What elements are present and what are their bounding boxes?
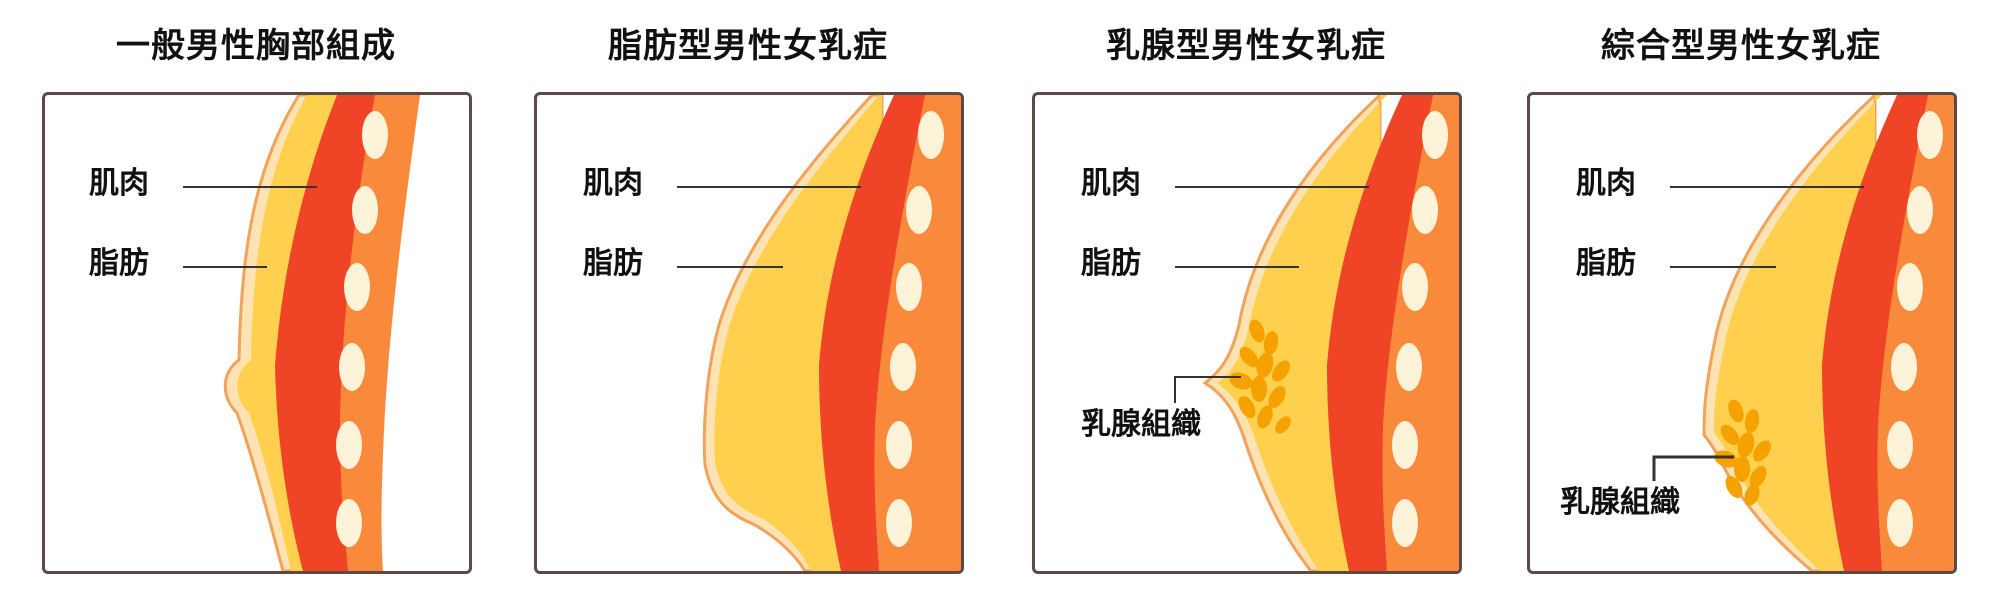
fat-label: 脂肪 (583, 246, 643, 281)
gland-lobule (1734, 456, 1750, 482)
rib (362, 111, 388, 159)
gland-lobule (1251, 376, 1267, 402)
gland-lobule (1257, 405, 1273, 429)
muscle-label: 肌肉 (1081, 166, 1141, 201)
panel-title: 綜合型男性女乳症 (1601, 26, 1881, 66)
gland-lobule (1268, 386, 1286, 408)
rib (339, 343, 365, 391)
chest-cross-section (183, 95, 469, 571)
gland-label: 乳腺組織 (1560, 485, 1680, 520)
rib (344, 263, 370, 311)
rib (1897, 263, 1923, 311)
rib-wall-inner-edge (381, 95, 469, 571)
panel-combined-type: 綜合型男性女乳症 (1527, 0, 1957, 598)
rib (1891, 343, 1917, 391)
rib (906, 186, 932, 234)
gland-leader-line (1174, 376, 1241, 403)
rib-bones (1392, 111, 1448, 547)
chest-illustration-frame: 肌肉 脂肪 (42, 92, 472, 574)
gland-lobule (1753, 440, 1771, 462)
rib (1907, 186, 1933, 234)
panel-title: 乳腺型男性女乳症 (1106, 26, 1386, 66)
muscle-label: 肌肉 (89, 166, 149, 201)
gland-lobule (1720, 424, 1740, 446)
chest-cross-section (1652, 95, 1954, 571)
rib (1392, 421, 1418, 469)
rib (896, 263, 922, 311)
rib (1887, 499, 1913, 547)
fat-label: 脂肪 (89, 246, 149, 281)
gland-lobule (1249, 319, 1265, 343)
rib (1392, 499, 1418, 547)
chest-cross-section (677, 95, 961, 571)
rib-bones (1887, 111, 1943, 547)
rib (336, 421, 362, 469)
rib (1917, 111, 1943, 159)
panel-title: 脂肪型男性女乳症 (608, 26, 888, 66)
rib-bones (886, 111, 944, 547)
chest-illustration-frame: 肌肉 脂肪 (534, 92, 964, 574)
rib (886, 499, 912, 547)
fat-label: 脂肪 (1081, 246, 1141, 281)
gland-lobule (1737, 432, 1755, 458)
rib (918, 111, 944, 159)
panel-title: 一般男性胸部組成 (116, 26, 396, 66)
gland-lobule (1728, 399, 1744, 423)
rib (890, 343, 916, 391)
gland-lobule (1275, 416, 1291, 434)
rib-bones (336, 111, 388, 547)
gland-leader-line (1652, 455, 1734, 481)
gland-lobule (1238, 396, 1256, 418)
rib (1422, 111, 1448, 159)
gland-lobule (1744, 409, 1760, 433)
gland-lobule (1239, 346, 1259, 368)
rib (1402, 263, 1428, 311)
panel-fatty-type: 脂肪型男性女乳症 肌肉 脂肪 (534, 0, 964, 598)
gland-lobule (1263, 331, 1279, 355)
rib (1887, 421, 1913, 469)
gland-lobule (1714, 450, 1738, 468)
gland-lobule (1744, 484, 1760, 506)
muscle-label: 肌肉 (583, 166, 643, 201)
gland-tissue (1229, 319, 1291, 434)
panel-glandular-type: 乳腺型男性女乳症 (1032, 0, 1462, 598)
rib (1396, 343, 1422, 391)
chest-illustration-frame: 肌肉 脂肪 乳腺組織 (1032, 92, 1462, 574)
rib (336, 499, 362, 547)
fat-label: 脂肪 (1576, 246, 1636, 281)
gland-lobule (1272, 360, 1290, 382)
chest-cross-section (1174, 95, 1459, 571)
rib (352, 186, 378, 234)
panel-normal: 一般男性胸部組成 肌肉 脂肪 (42, 0, 472, 598)
gland-lobule (1256, 352, 1274, 378)
muscle-label: 肌肉 (1576, 166, 1636, 201)
gland-label: 乳腺組織 (1081, 407, 1201, 442)
gland-tissue (1714, 399, 1771, 506)
gland-lobule (1725, 476, 1743, 498)
chest-illustration-frame: 肌肉 脂肪 乳腺組織 (1527, 92, 1957, 574)
rib (886, 421, 912, 469)
gland-lobule (1749, 466, 1767, 488)
rib (1412, 186, 1438, 234)
